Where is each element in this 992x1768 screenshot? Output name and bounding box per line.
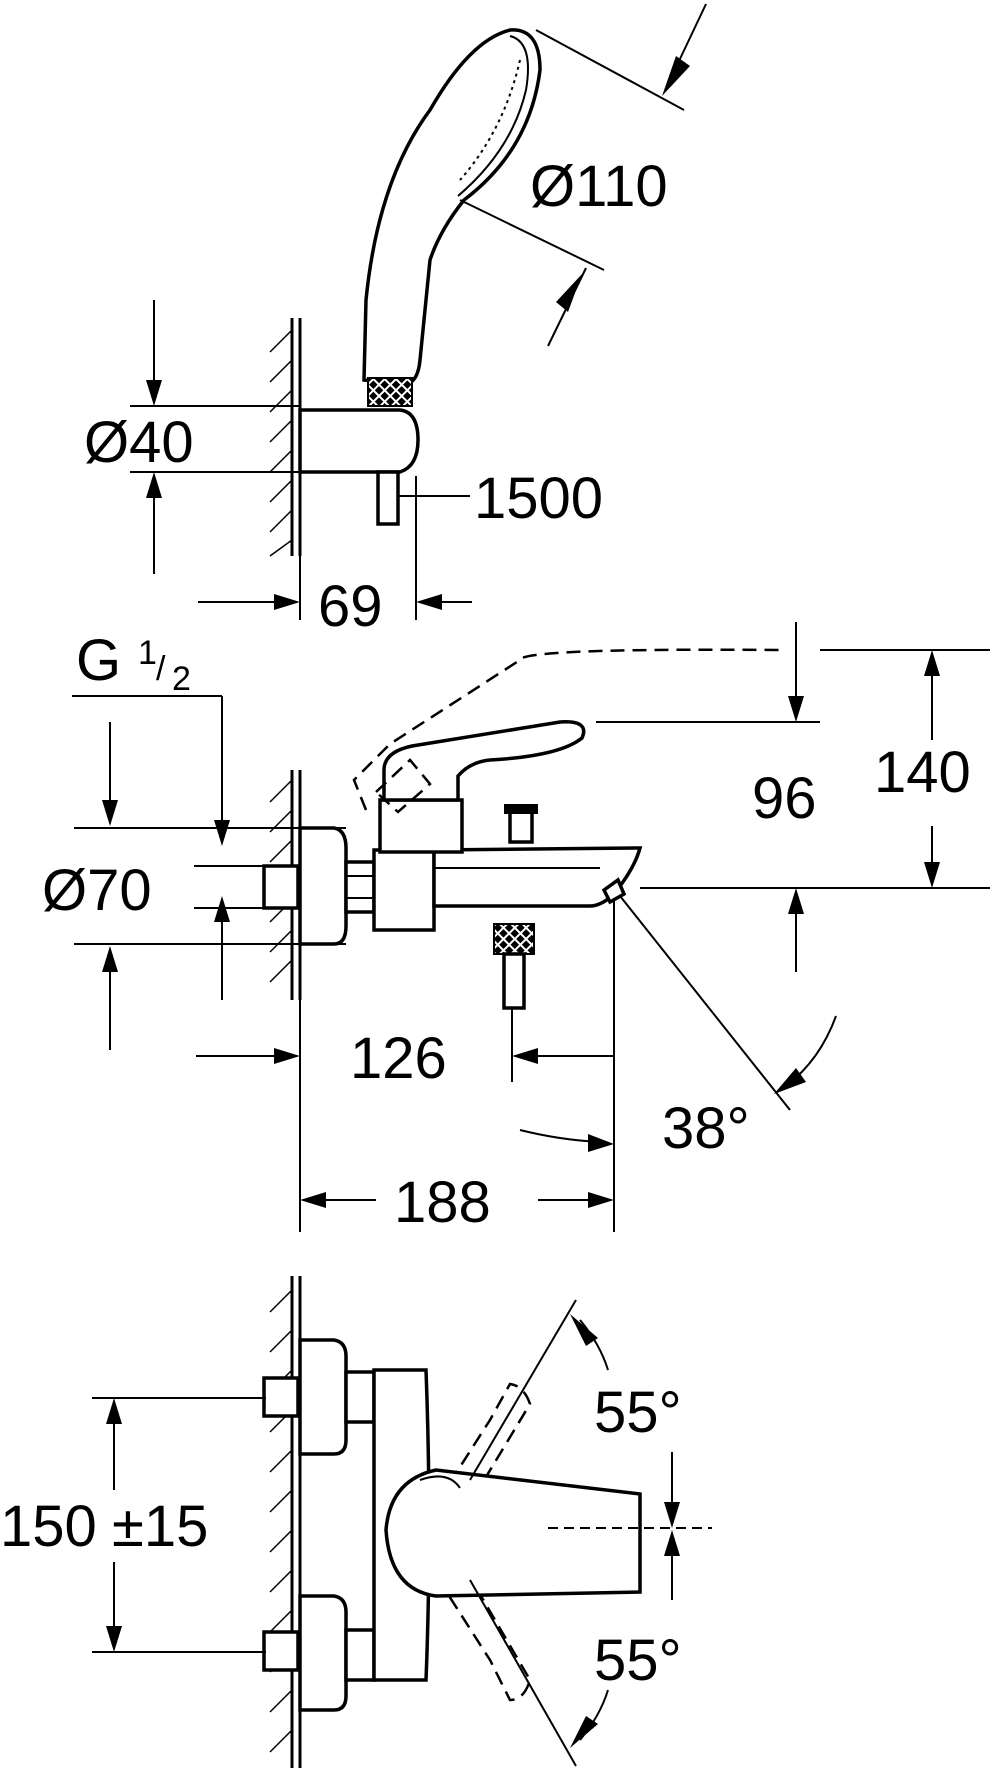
thread-fraction-bottom: 2: [172, 660, 191, 698]
rotation-upper-label: 55°: [594, 1380, 682, 1445]
total-projection-label: 188: [394, 1170, 491, 1235]
rotation-lower-label: 55°: [594, 1628, 682, 1693]
lever-alt-position: [352, 648, 781, 811]
holder-body: [298, 408, 420, 474]
rosette-diameter-label: Ø70: [42, 858, 152, 923]
thread-fraction-top: 1: [138, 634, 157, 672]
upper-hex: [344, 1370, 376, 1424]
tolerance-label: ±15: [112, 1494, 208, 1559]
shower-handle: [362, 28, 542, 386]
head-diameter-label: Ø110: [530, 154, 668, 219]
lower-rosette: [298, 1594, 348, 1712]
lever-height-label: 96: [752, 766, 817, 831]
centres-label: 150: [0, 1494, 97, 1559]
cartridge-housing: [378, 798, 464, 854]
top-view: 55° 55° 150 ±15: [0, 1276, 712, 1768]
wall-hatch-bottom: [269, 1276, 302, 1768]
inlet-nipple: [262, 864, 300, 910]
mixer-body: [372, 848, 436, 932]
thread-fraction-slash: /: [156, 650, 166, 688]
bottom-knurl: [493, 923, 535, 955]
holder-diameter-label: Ø40: [84, 410, 194, 475]
holder-depth-label: 69: [318, 574, 383, 639]
shower-head-face: [457, 35, 529, 197]
spout-angle-label: 38°: [662, 1096, 750, 1161]
total-height-label: 140: [874, 740, 971, 805]
hose-length-label: 1500: [474, 466, 603, 531]
upper-nipple: [262, 1376, 300, 1418]
thread-label: G: [76, 628, 121, 693]
hose-stub: [376, 470, 400, 526]
lever-rotated-down: [424, 1559, 532, 1702]
upper-rosette: [298, 1338, 348, 1456]
shower-view: Ø110 Ø40 1500 69: [84, 3, 707, 639]
hex-nut: [344, 860, 376, 914]
wall-hatch-top: [269, 318, 302, 557]
lever-rotated-up: [424, 1382, 532, 1521]
rosette: [298, 826, 348, 946]
knurl-handle: [367, 377, 413, 407]
side-view: G 1 / 2 Ø70 96 140: [42, 622, 990, 1235]
lower-hex: [344, 1628, 376, 1682]
lower-nipple: [262, 1630, 300, 1672]
lever-top: [384, 1468, 642, 1598]
lever: [382, 720, 586, 802]
spout-length-label: 126: [350, 1026, 447, 1091]
